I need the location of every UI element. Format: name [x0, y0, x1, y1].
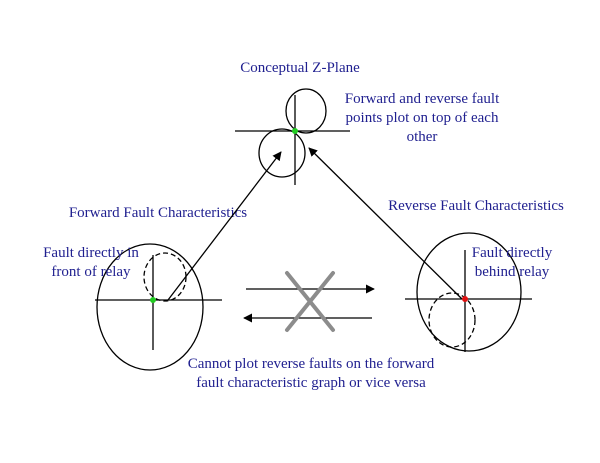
- overlap-note-line-2: points plot on top of each: [346, 110, 499, 126]
- caption-line-2: fault characteristic graph or vice versa: [196, 375, 426, 391]
- forward-fault-dashed-circle: [143, 252, 187, 302]
- caption-line-1: Cannot plot reverse faults on the forwar…: [188, 356, 435, 372]
- reverse-characteristic-small-circle: [285, 88, 327, 134]
- diagram-title: Conceptual Z-Plane: [240, 60, 360, 76]
- reverse-to-z-plane-arrow: [308, 147, 463, 300]
- cross-out-mark: [285, 271, 335, 332]
- fault-front-label-line-2: front of relay: [51, 264, 131, 280]
- forward-characteristic-graph: [95, 243, 222, 371]
- reverse-characteristics-label: Reverse Fault Characteristics: [388, 198, 564, 214]
- fault-front-label-line-1: Fault directly in: [43, 245, 139, 261]
- reverse-fault-point: [462, 296, 468, 302]
- overlap-note-line-1: Forward and reverse fault: [345, 91, 500, 107]
- reverse-characteristic-circle: [416, 232, 522, 352]
- forward-characteristic-circle: [96, 243, 204, 371]
- forward-characteristics-label: Forward Fault Characteristics: [69, 205, 247, 221]
- forward-characteristic-small-circle: [258, 128, 306, 178]
- reverse-fault-dashed-circle: [428, 292, 476, 348]
- z-plane-origin-point: [292, 128, 298, 134]
- fault-behind-label-line-1: Fault directly: [472, 245, 553, 261]
- cross-out-stroke-2: [285, 271, 335, 332]
- fault-behind-label-line-2: behind relay: [475, 264, 550, 280]
- forward-fault-point: [150, 297, 156, 303]
- overlap-note-line-3: other: [407, 129, 438, 145]
- forward-to-z-plane-arrow: [167, 151, 282, 301]
